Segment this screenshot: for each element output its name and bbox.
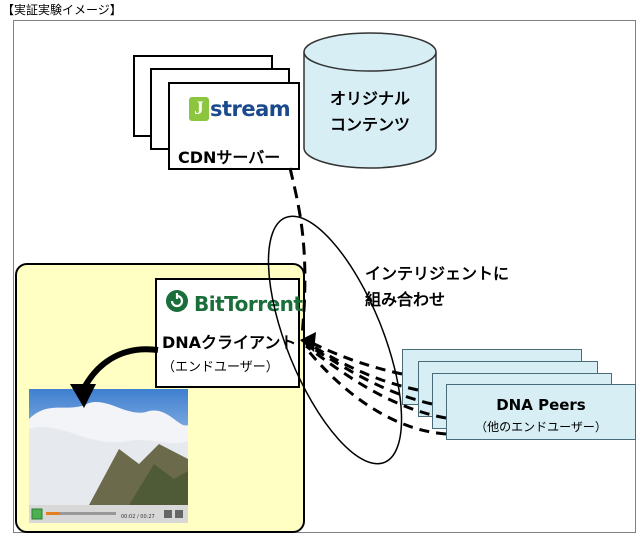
original-content-line1: オリジナル (329, 89, 410, 108)
client-to-video-arrow (79, 346, 159, 394)
bittorrent-logo-text: BitTorrent (194, 292, 303, 316)
dna-peers-sublabel: （他のエンドユーザー） (475, 420, 607, 434)
jstream-logo-icon: J (189, 97, 209, 121)
original-content-cylinder (303, 32, 437, 169)
peer-card-front (446, 384, 636, 440)
combination-ellipse (267, 215, 403, 465)
dna-client-sublabel: （エンドユーザー） (162, 360, 279, 375)
dna-client-label: DNAクライアント (162, 333, 297, 352)
client-to-video-arrowhead (70, 384, 96, 408)
cdn-card-front (168, 82, 300, 170)
cdn-server-label: CDNサーバー (178, 148, 281, 167)
diagram-frame (13, 20, 636, 533)
intelligent-note-line2: 組み合わせ (365, 290, 446, 309)
video-time: 00:02 / 00:27 (121, 514, 155, 520)
original-content-label: オリジナル コンテンツ (305, 86, 435, 138)
video-player-thumbnail: 00:02 / 00:27 (29, 389, 188, 523)
bittorrent-logo-icon (166, 290, 188, 312)
dna-peers-title: DNA Peers (496, 396, 586, 414)
diagram-heading: 【実証実験イメージ】 (2, 3, 122, 17)
cdn-dashed-link (288, 167, 307, 337)
peer-dashed-links (304, 338, 447, 436)
jstream-logo-text: stream (210, 97, 291, 121)
original-content-line2: コンテンツ (329, 115, 410, 134)
incoming-arrowhead (300, 332, 316, 352)
intelligent-note-line1: インテリジェントに (365, 264, 510, 283)
